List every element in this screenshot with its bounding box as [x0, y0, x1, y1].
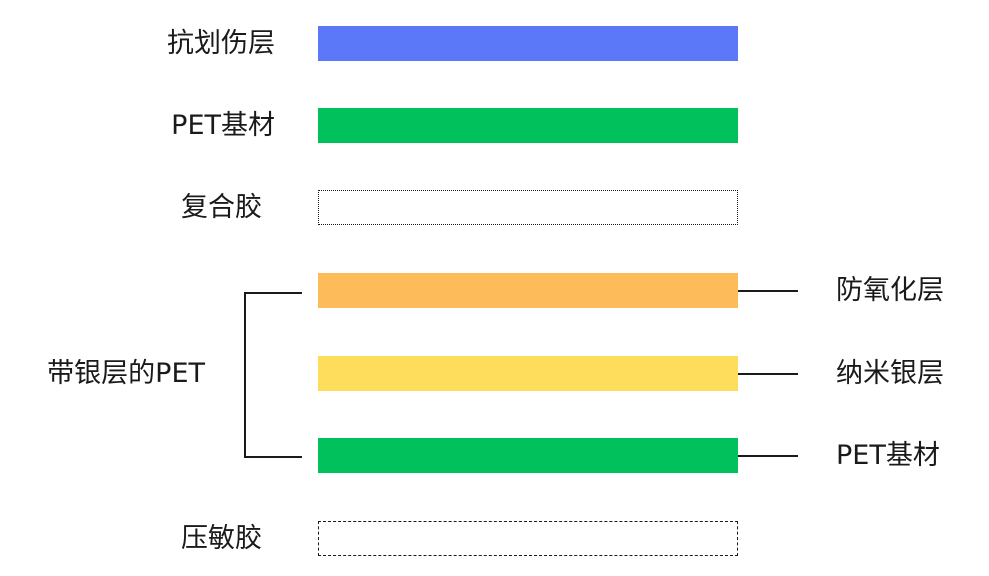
- connector-anti-oxidation: [738, 290, 798, 292]
- connector-nano-silver: [738, 373, 798, 375]
- group-label-silver-pet: 带银层的PET: [47, 358, 205, 389]
- layer-label-scratch-resistant: 抗划伤层: [167, 28, 275, 59]
- layer-label-pressure-sensitive-adhesive: 压敏胶: [181, 523, 262, 554]
- group-bracket-vertical: [244, 292, 246, 458]
- layer-bar-composite-adhesive: [318, 190, 738, 225]
- layer-bar-scratch-resistant: [318, 26, 738, 61]
- layer-bar-pet-substrate: [318, 108, 738, 143]
- layer-label-pet-substrate: PET基材: [171, 110, 275, 141]
- layer-bar-pressure-sensitive-adhesive: [318, 521, 738, 556]
- sublayer-label-pet-substrate: PET基材: [836, 440, 940, 471]
- connector-pet-substrate-2: [738, 455, 798, 457]
- group-bracket-top: [244, 292, 302, 294]
- sublayer-label-anti-oxidation: 防氧化层: [836, 275, 944, 306]
- layer-label-composite-adhesive: 复合胶: [181, 192, 262, 223]
- sublayer-label-nano-silver: 纳米银层: [836, 358, 944, 389]
- layer-bar-pet-substrate-2: [318, 438, 738, 473]
- layer-bar-nano-silver: [318, 356, 738, 391]
- layer-bar-anti-oxidation: [318, 273, 738, 308]
- group-bracket-bottom: [244, 456, 302, 458]
